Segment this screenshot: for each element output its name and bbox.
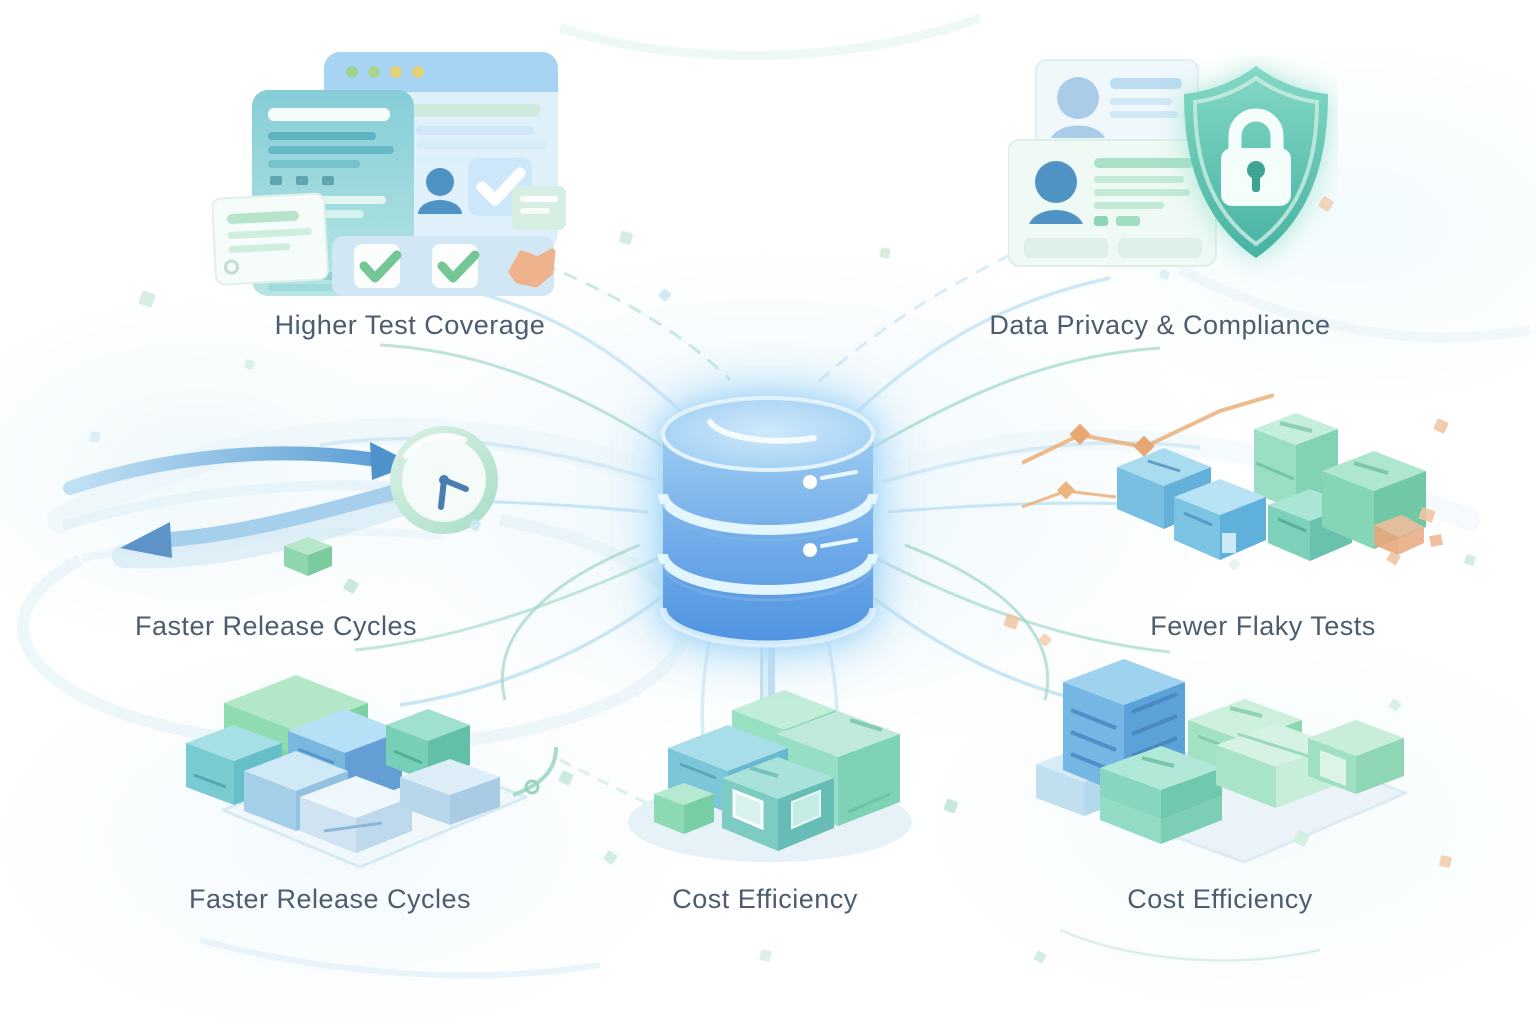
padlock-icon — [1221, 108, 1291, 206]
isometric-cubes-icon — [1021, 393, 1444, 566]
status-dot — [803, 470, 858, 489]
confetti-diamond — [89, 431, 101, 443]
confetti-diamond — [758, 948, 773, 963]
node-higher-test-coverage — [211, 46, 568, 298]
crumbled-blocks-icon — [1374, 507, 1444, 566]
node-data-privacy-compliance — [1007, 56, 1338, 292]
node-label-fewer-flaky-tests: Fewer Flaky Tests — [1150, 611, 1376, 641]
cube-icon — [284, 537, 332, 576]
clock-icon — [390, 426, 498, 534]
cube-cluster — [1100, 699, 1404, 844]
shield-lock-icon — [1007, 59, 1328, 267]
node-label-cost-efficiency-2: Cost Efficiency — [1127, 884, 1313, 914]
cube-cluster — [186, 675, 500, 853]
node-label-faster-release-cycles: Faster Release Cycles — [134, 611, 418, 641]
note-card-icon — [211, 192, 329, 286]
database-icon — [658, 396, 878, 648]
forward-arrow-icon — [63, 442, 414, 495]
server-blocks-icon — [1036, 659, 1408, 864]
node-fewer-flaky-tests — [1021, 385, 1452, 595]
clock-arrows-icon — [60, 426, 498, 576]
checklist-icon — [332, 236, 556, 296]
status-dot — [803, 538, 858, 557]
user-avatar-icon — [418, 168, 462, 214]
node-faster-release-cycles — [60, 408, 512, 593]
node-label-higher-test-coverage: Higher Test Coverage — [274, 310, 546, 340]
list-card-icon — [512, 186, 566, 230]
browser-checklist-icon — [211, 52, 566, 296]
node-label-cost-efficiency: Cost Efficiency — [672, 884, 858, 914]
node-faster-release-cycles-2 — [128, 655, 558, 875]
cube-stack-icon — [628, 690, 912, 862]
node-label-data-privacy-compliance: Data Privacy & Compliance — [989, 310, 1331, 340]
node-label-faster-release-cycles-2: Faster Release Cycles — [188, 884, 472, 914]
id-card-icon — [1007, 139, 1217, 267]
cube-cluster-icon — [186, 675, 558, 869]
cube-cluster — [654, 690, 900, 851]
return-arrow-icon — [112, 484, 414, 569]
node-cost-efficiency-2 — [1008, 648, 1438, 868]
central-database-hub — [652, 382, 884, 650]
thumb-icon — [508, 248, 556, 288]
confetti-diamond — [879, 247, 891, 259]
node-cost-efficiency — [612, 672, 932, 872]
shield-icon — [1184, 66, 1328, 258]
